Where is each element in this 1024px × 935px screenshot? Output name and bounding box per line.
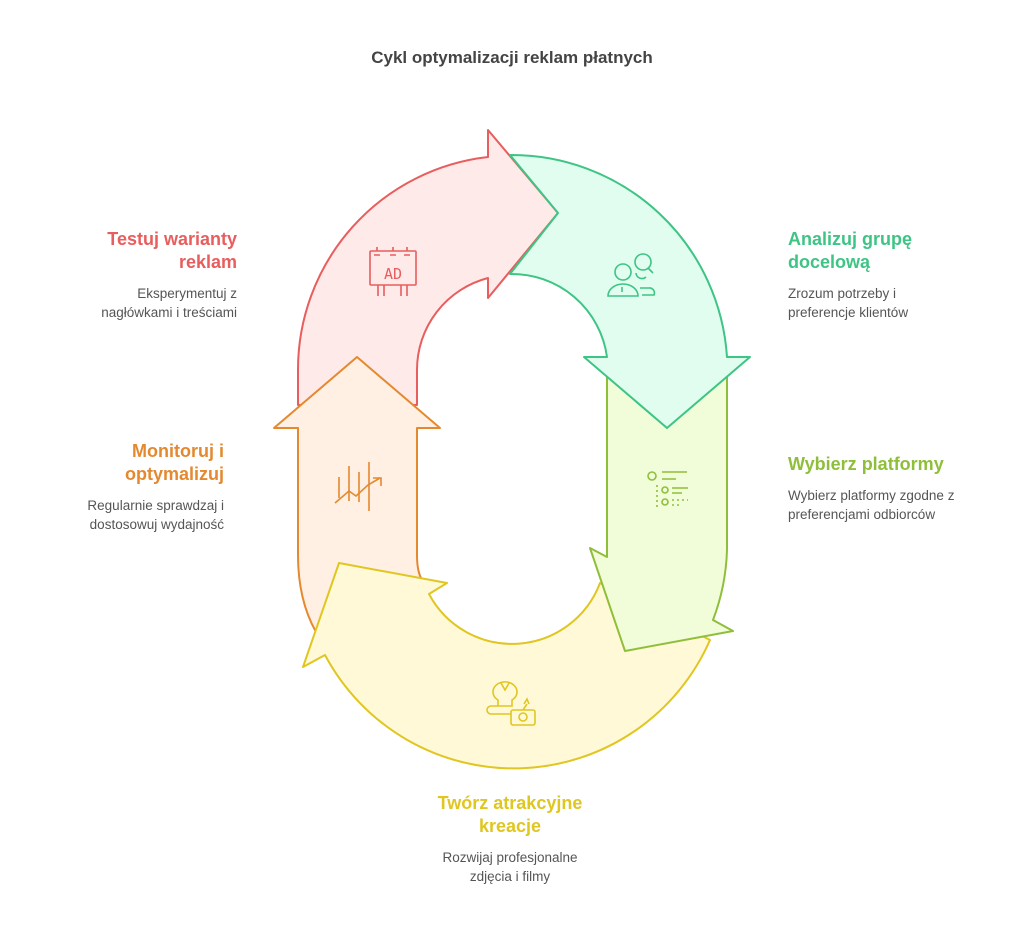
- svg-text:AD: AD: [384, 265, 402, 283]
- step-title: Monitoruj i: [132, 441, 224, 461]
- step-desc: dostosowuj wydajność: [89, 517, 224, 532]
- step-desc: zdjęcia i filmy: [469, 869, 551, 884]
- step-desc: nagłówkami i treściami: [101, 305, 237, 320]
- arrow-create: [302, 562, 711, 770]
- step-title: docelową: [788, 252, 871, 272]
- arrow-analyze: [509, 153, 751, 429]
- step-desc: Eksperymentuj z: [137, 286, 237, 301]
- step-monitor: Monitoruj i optymalizuj Regularnie sprawd…: [4, 440, 224, 534]
- step-desc: Wybierz platformy zgodne z: [788, 488, 955, 503]
- step-title: optymalizuj: [124, 464, 224, 484]
- creative-camera-icon: [486, 681, 536, 726]
- step-desc: preferencjami odbiorców: [788, 507, 936, 522]
- step-platforms: Wybierz platformy Wybierz platformy zgod…: [788, 453, 1008, 524]
- step-desc: Zrozum potrzeby i: [788, 286, 897, 301]
- step-title: Analizuj grupę: [788, 229, 913, 249]
- step-desc: Regularnie sprawdzaj i: [87, 498, 224, 513]
- step-desc: preferencje klientów: [788, 305, 909, 320]
- step-title: Testuj warianty: [107, 229, 237, 249]
- arrow-platforms: [589, 371, 734, 652]
- step-title: kreacje: [478, 816, 542, 836]
- billboard-ad-icon: AD: [369, 247, 417, 296]
- arrow-test-variants: [296, 129, 559, 406]
- step-create: Twórz atrakcyjne kreacje Rozwijaj profesj…: [400, 792, 620, 886]
- step-desc: Rozwijaj profesjonalne: [442, 850, 578, 865]
- step-analyze: Analizuj grupę docelową Zrozum potrzeby i…: [788, 228, 1008, 322]
- step-title: Twórz atrakcyjne: [437, 793, 583, 813]
- step-title: Wybierz platformy: [788, 454, 944, 474]
- chart-growth-icon: [334, 462, 382, 511]
- step-title: reklam: [178, 252, 237, 272]
- diagram-title: Cykl optymalizacji reklam płatnych: [371, 48, 653, 67]
- step-test-variants: Testuj warianty reklam Eksperymentuj z nag…: [17, 228, 237, 322]
- list-options-icon: [647, 471, 688, 507]
- people-search-icon: [607, 253, 656, 297]
